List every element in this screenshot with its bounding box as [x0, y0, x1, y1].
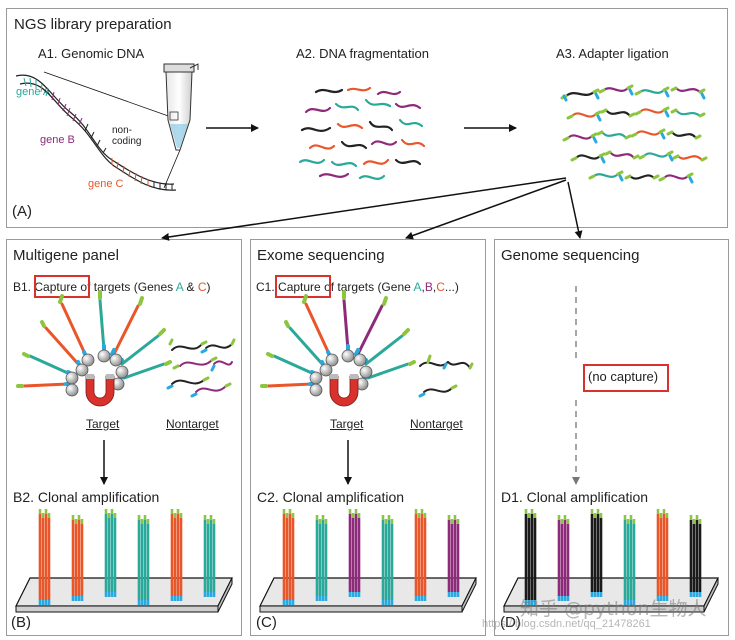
b2-label: B2. Clonal amplification — [13, 489, 160, 505]
c1-label: C1. Capture of targets (Gene A,B,C...) — [256, 280, 459, 294]
clonal-clusters — [38, 509, 702, 605]
panel-c-title: Exome sequencing — [257, 247, 385, 264]
panel-c-letter: (C) — [256, 614, 277, 631]
c-target-label: Target — [330, 417, 364, 431]
c1-capture-highlight — [275, 275, 331, 298]
b1-label: B1. Capture of targets (Genes A & C) — [13, 280, 211, 294]
gene-b-label: gene B — [40, 134, 75, 146]
watermark-main: 知乎 @python生物人 — [520, 598, 707, 620]
dna-fragments — [298, 86, 426, 180]
c-nontarget-label: Nontarget — [410, 417, 463, 431]
arrow-to-panel-c — [405, 179, 567, 240]
arrow-to-panel-d — [567, 181, 583, 239]
d1-label: D1. Clonal amplification — [501, 489, 649, 505]
no-capture-label: (no capture) — [588, 369, 659, 384]
panel-a-title: NGS library preparation — [14, 16, 172, 33]
c2-label: C2. Clonal amplification — [257, 489, 405, 505]
watermark-url: https://blog.csdn.net/qq_21478261 — [482, 618, 651, 630]
c1-gene-a: A — [413, 280, 422, 294]
panel-b-title: Multigene panel — [13, 247, 119, 264]
c1-gene-c: C — [436, 280, 445, 294]
b1-amp: & — [186, 280, 195, 294]
panel-d-title: Genome sequencing — [501, 247, 640, 264]
panel-b-letter: (B) — [11, 614, 31, 631]
c1-prefix: C1. — [256, 280, 275, 294]
adapter-fragments — [564, 86, 704, 180]
tube-icon — [163, 63, 199, 151]
panel-a — [6, 8, 728, 228]
step-a2-label: A2. DNA fragmentation — [296, 46, 429, 61]
step-a1-label: A1. Genomic DNA — [38, 46, 145, 61]
arrow-to-panel-b — [161, 177, 567, 241]
c-nontarget-fragments — [418, 354, 474, 398]
gene-c-label: gene C — [88, 178, 124, 190]
b-capture-probes — [16, 290, 172, 407]
b-nontarget-fragments — [166, 338, 236, 398]
b-nontarget-label: Nontarget — [166, 417, 219, 431]
b1-gene-a: A — [175, 280, 184, 294]
b1-prefix: B1. — [13, 280, 32, 294]
c1-rest: of targets (Gene — [324, 280, 411, 294]
c1-ellipsis: ...) — [444, 280, 459, 294]
b1-close: ) — [206, 280, 211, 294]
noncoding-label: non- coding — [112, 125, 142, 147]
c-capture-probes — [260, 290, 416, 407]
no-capture-box — [583, 364, 669, 392]
zoom-line-top — [43, 71, 175, 119]
c1-capture: Capture — [278, 280, 321, 294]
b1-rest: of targets (Genes — [80, 280, 174, 294]
c1-gene-b: B — [424, 280, 433, 294]
b1-gene-c: C — [197, 280, 207, 294]
genomic-dna-helix — [15, 74, 177, 191]
panel-a-letter: (A) — [12, 203, 32, 220]
b1-capture: Capture — [34, 280, 78, 294]
step-a3-label: A3. Adapter ligation — [556, 46, 669, 61]
zoom-line-bottom — [163, 149, 181, 189]
panel-d-letter: (D) — [500, 614, 521, 631]
adapter-ends — [560, 84, 708, 184]
b-target-label: Target — [86, 417, 120, 431]
